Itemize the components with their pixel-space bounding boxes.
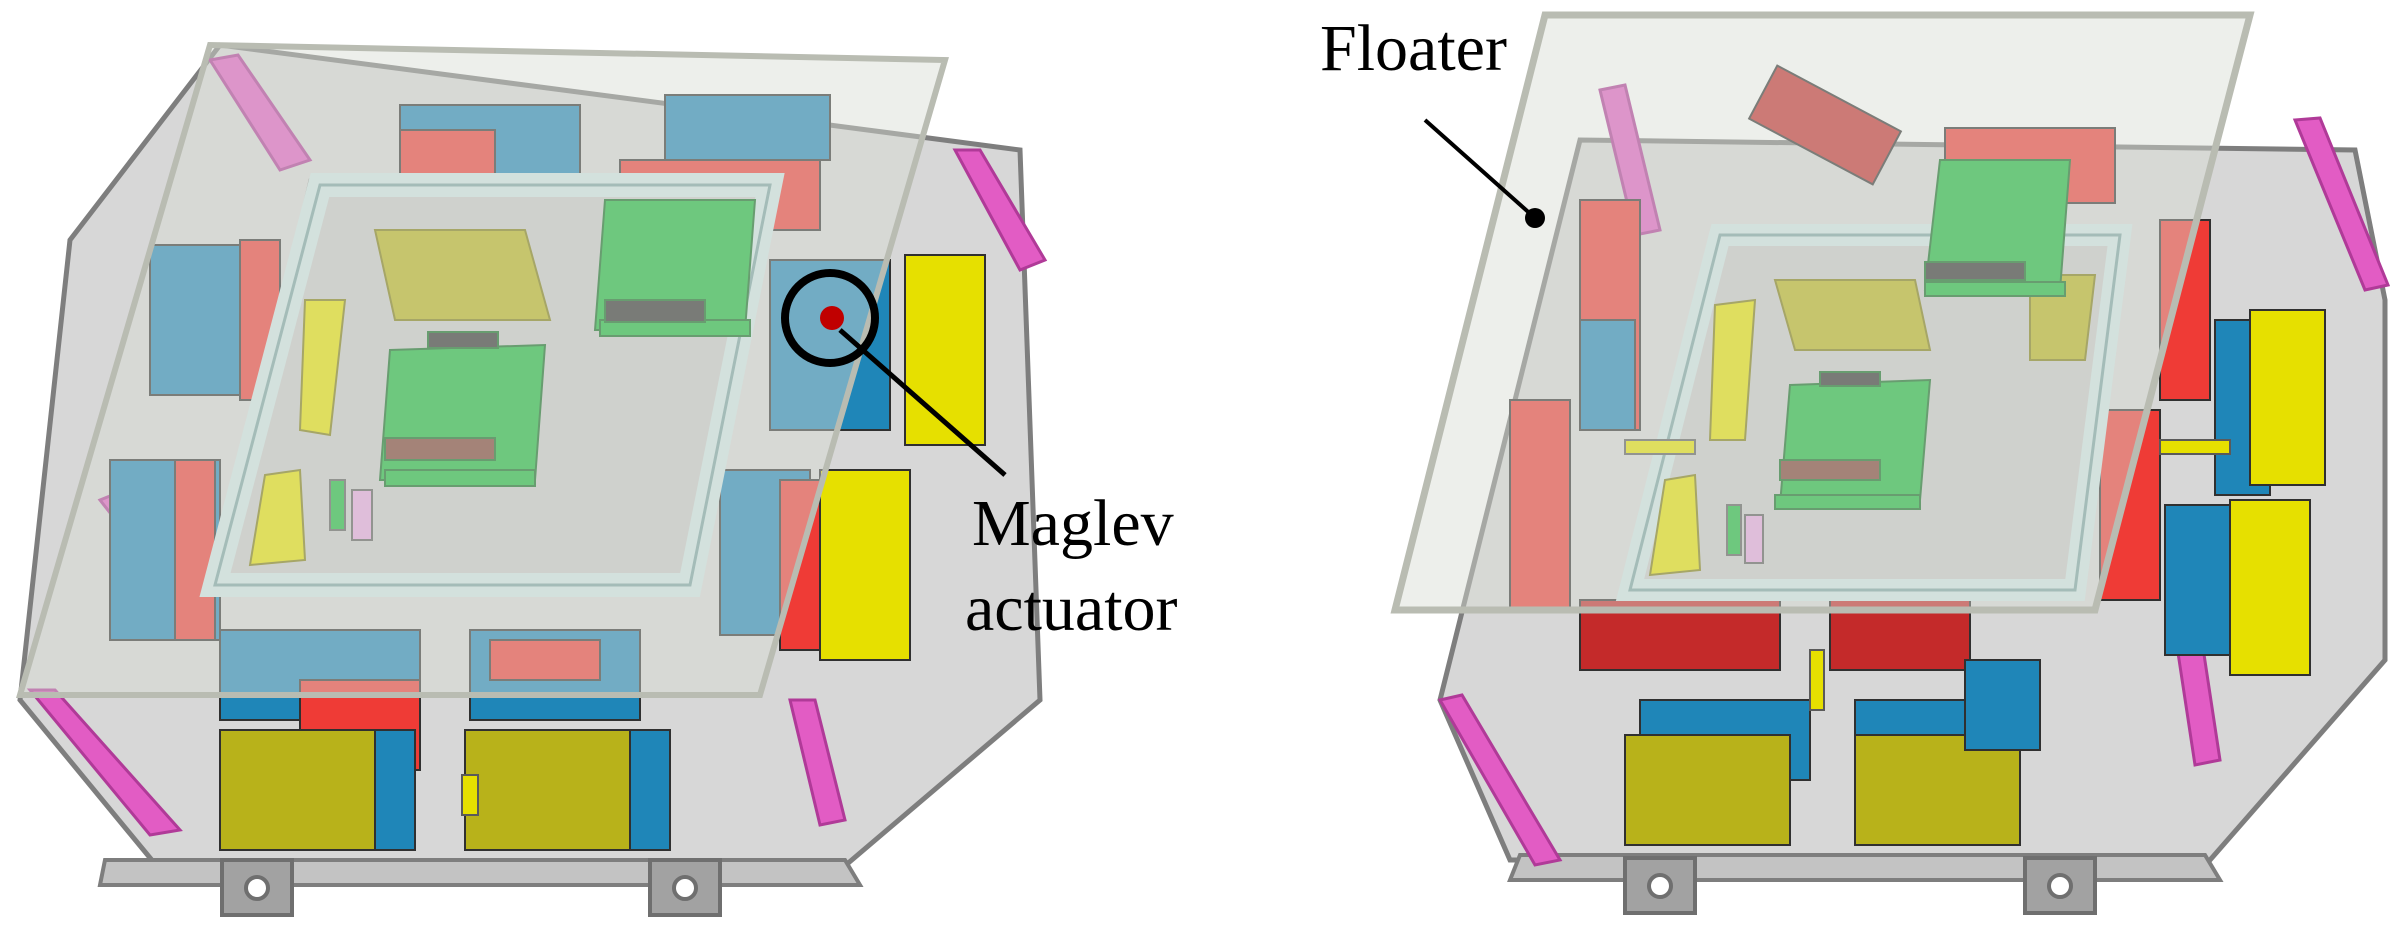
right-base-plate (1507, 853, 2224, 882)
actuator-block (629, 729, 671, 851)
actuator-block (1509, 399, 1571, 611)
right-yellow-plates (1648, 274, 2097, 577)
right-connectors (1624, 439, 2231, 711)
floater-label: Floater (1320, 12, 1507, 85)
actuator-block (1747, 64, 1903, 186)
actuator-block (2229, 499, 2311, 676)
actuator-block (1854, 734, 2021, 846)
right-pink-rails (1437, 83, 2390, 867)
actuator-block (1624, 734, 1791, 846)
actuator-block (1964, 659, 2041, 751)
right-actuators (1509, 64, 2326, 846)
actuator-block (2159, 219, 2211, 401)
actuator-block (219, 729, 381, 851)
actuator-block (664, 94, 831, 161)
right-feet (1623, 856, 2097, 915)
actuator-block (464, 729, 636, 851)
actuator-block (819, 469, 911, 661)
floater-leader-line (1423, 118, 1537, 220)
actuator-block (904, 254, 986, 446)
left-feet (220, 858, 722, 917)
left-base-plate (97, 858, 864, 887)
actuator-block (2164, 504, 2236, 656)
actuator-block (374, 729, 416, 851)
actuator-block (489, 639, 601, 681)
left-floater-lid (15, 41, 949, 698)
actuator-block (2249, 309, 2326, 486)
maglev-actuator-dot (820, 306, 844, 330)
maglev-label-line2: actuator (965, 572, 1178, 645)
maglev-leader-line (838, 328, 1007, 477)
left-assembly: Maglev actuator (15, 41, 1178, 917)
floater-dot (1525, 208, 1545, 228)
right-floater-lid (1390, 11, 2255, 614)
left-pcbs (378, 199, 757, 487)
maglev-actuator-highlight (781, 269, 879, 367)
right-pcbs (1774, 159, 2072, 510)
actuator-block (149, 244, 256, 396)
left-yellow-plates (248, 229, 552, 567)
left-connectors (329, 479, 479, 816)
right-assembly: Floater (1320, 11, 2390, 915)
actuator-block (2099, 409, 2161, 601)
actuator-block (1579, 319, 1636, 431)
maglev-label-line1: Maglev (972, 487, 1174, 560)
